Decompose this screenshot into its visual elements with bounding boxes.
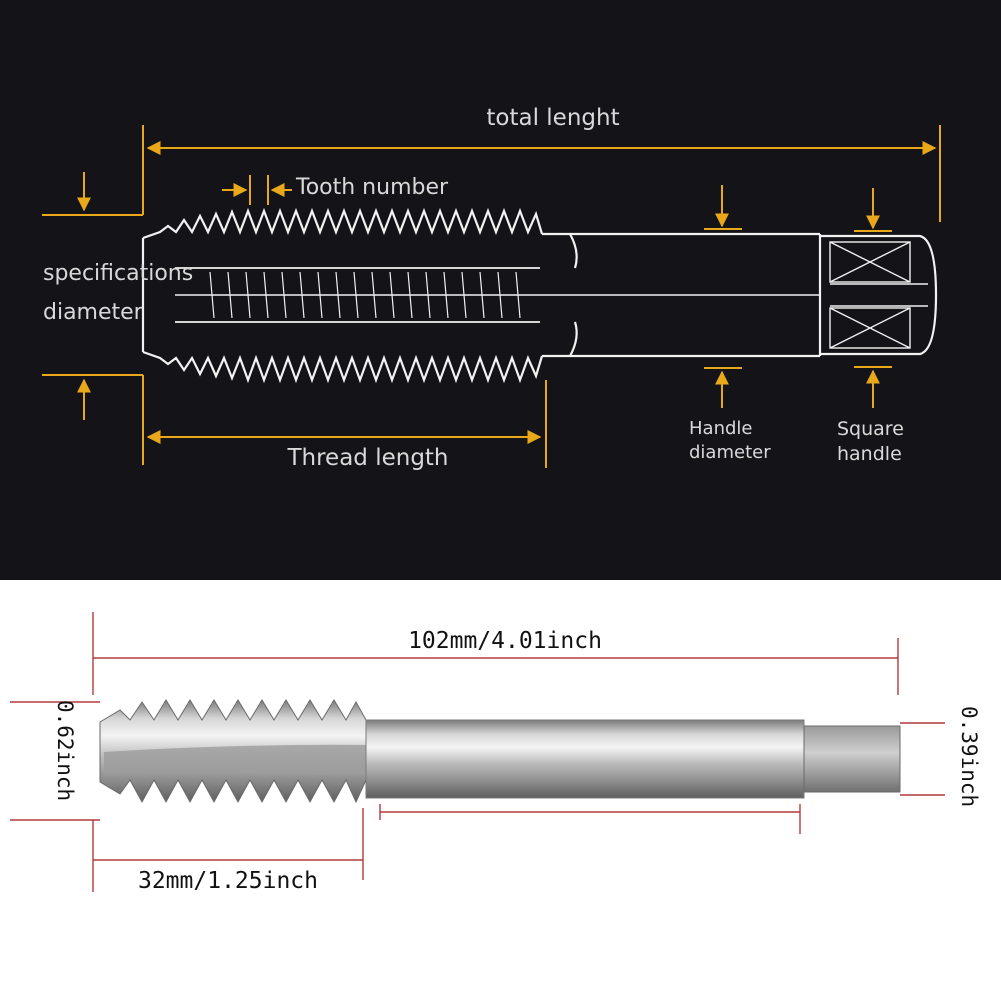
- flute-hatching: [209, 271, 521, 319]
- square-handle-outline: [820, 234, 938, 356]
- handle-diameter-label-line2: diameter: [689, 442, 771, 463]
- total-length-label: total lenght: [486, 105, 619, 131]
- product-photo-panel: 102mm/4.01inch 0.62inch 0.39inch 32mm/1.…: [0, 580, 1001, 1001]
- square-handle-label-line2: handle: [837, 443, 902, 465]
- photo-square-width-label: 0.39inch: [957, 706, 981, 807]
- shank-transition-bottom: [542, 321, 578, 358]
- thread-length-label: Thread length: [286, 445, 448, 471]
- square-handle-cross-lower-b: [829, 307, 911, 349]
- square-handle-flat-upper: [829, 241, 911, 283]
- photo-total-length-label: 102mm/4.01inch: [408, 628, 602, 654]
- photo-thread-length-label: 32mm/1.25inch: [138, 868, 318, 894]
- square-handle-label-line1: Square: [837, 418, 904, 440]
- spec-diameter-label-line1: specifications: [43, 261, 193, 286]
- square-handle-flat-lower: [829, 307, 911, 349]
- tap-thread-lower-outline: [142, 350, 544, 384]
- handle-diameter-label-line1: Handle: [689, 418, 752, 439]
- shank-transition-top: [542, 232, 578, 269]
- photo-thread-diameter-label: 0.62inch: [53, 700, 77, 801]
- tooth-number-label: Tooth number: [295, 175, 449, 200]
- schematic-panel: total lenght Tooth number spec: [0, 0, 1001, 580]
- product-photo-drawing: 102mm/4.01inch 0.62inch 0.39inch 32mm/1.…: [10, 612, 981, 894]
- schematic-drawing: total lenght Tooth number spec: [42, 105, 941, 471]
- photo-tap-square-end: [803, 725, 901, 793]
- photo-tap-shank: [365, 719, 805, 799]
- tap-thread-upper-outline: [142, 207, 544, 240]
- square-handle-cross-upper-b: [829, 241, 911, 283]
- spec-diameter-label-line2: diameter: [43, 300, 144, 325]
